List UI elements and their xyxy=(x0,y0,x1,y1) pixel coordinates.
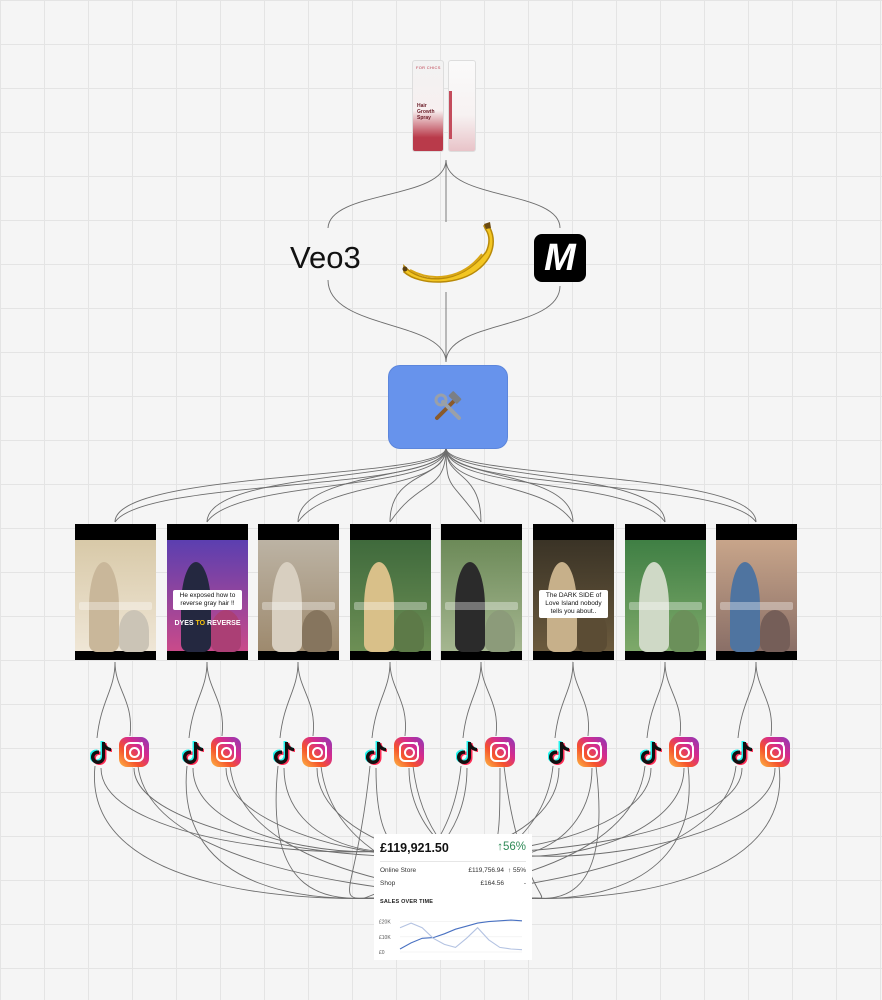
chart-title: SALES OVER TIME xyxy=(380,899,434,905)
generated-video-thumbnail[interactable] xyxy=(441,524,522,660)
tiktok-icon xyxy=(182,741,204,765)
y-tick-label: £20K xyxy=(379,920,391,926)
generated-video-thumbnail[interactable] xyxy=(350,524,431,660)
banana-icon xyxy=(402,222,494,283)
instagram-icon xyxy=(394,737,424,767)
generated-video-thumbnail[interactable]: The DARK SIDE of Love Island nobody tell… xyxy=(533,524,614,660)
instagram-icon xyxy=(669,737,699,767)
generated-video-thumbnail[interactable] xyxy=(625,524,706,660)
tiktok-icon xyxy=(640,741,662,765)
sales-row-change: - xyxy=(523,880,526,887)
sales-series-line xyxy=(399,922,523,951)
instagram-icon xyxy=(302,737,332,767)
video-caption: The DARK SIDE of Love Island nobody tell… xyxy=(539,590,608,618)
tiktok-icon xyxy=(365,741,387,765)
sales-series-line xyxy=(399,919,523,950)
sales-total: £119,921.50 xyxy=(380,841,449,855)
video-caption: He exposed how to reverse gray hair !! xyxy=(173,590,242,610)
y-tick-label: £0 xyxy=(379,950,385,956)
m-logo-icon: M xyxy=(534,234,586,282)
y-tick-label: £10K xyxy=(379,935,391,941)
sales-summary-card: £119,921.50 ↑56% Online Store £119,756.9… xyxy=(374,834,532,960)
sales-row-value: £119,756.94 xyxy=(468,867,504,874)
tiktok-icon xyxy=(456,741,478,765)
sales-change: ↑56% xyxy=(497,841,526,853)
video-subtitle: DYES TO REVERSE xyxy=(174,620,241,627)
sales-row-change: ↑ 55% xyxy=(507,867,526,874)
sales-row-value: £164.56 xyxy=(480,880,505,887)
instagram-icon xyxy=(760,737,790,767)
sales-row-label: Shop xyxy=(380,880,396,887)
instagram-icon xyxy=(119,737,149,767)
m-logo-letter: M xyxy=(544,237,576,279)
product-box-front: FOR CHICS Hair Growth Spray xyxy=(412,60,444,152)
instagram-icon xyxy=(211,737,241,767)
tiktok-icon xyxy=(548,741,570,765)
generated-video-thumbnail[interactable] xyxy=(75,524,156,660)
hammer-wrench-icon xyxy=(434,391,462,420)
instagram-icon xyxy=(485,737,515,767)
instagram-icon xyxy=(577,737,607,767)
veo3-label: Veo3 xyxy=(290,240,361,275)
generated-video-thumbnail[interactable]: He exposed how to reverse gray hair !! DY… xyxy=(167,524,248,660)
tiktok-icon xyxy=(90,741,112,765)
generated-video-thumbnail[interactable] xyxy=(716,524,797,660)
product-image: FOR CHICS Hair Growth Spray xyxy=(408,58,480,154)
tiktok-icon xyxy=(273,741,295,765)
generated-video-thumbnail[interactable] xyxy=(258,524,339,660)
product-bottle xyxy=(448,60,476,152)
sales-over-time-chart: £20K £10K £0 xyxy=(379,919,523,956)
product-name: Hair Growth Spray xyxy=(417,103,435,121)
builder-node[interactable] xyxy=(388,365,508,449)
product-brand: FOR CHICS xyxy=(416,65,441,70)
sales-row-label: Online Store xyxy=(380,867,417,874)
tiktok-icon xyxy=(731,741,753,765)
